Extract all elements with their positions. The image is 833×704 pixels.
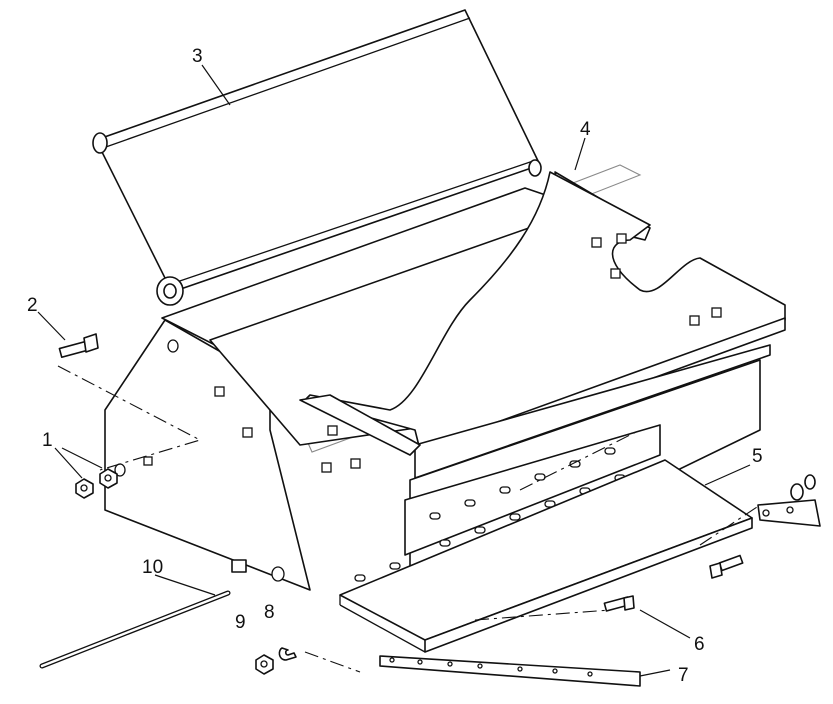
bolt-right: [603, 554, 744, 612]
callout-9: 9: [235, 612, 246, 633]
bar-holes: [389, 657, 593, 677]
bolt-left: [58, 333, 99, 358]
centre-lines: [57, 365, 761, 673]
callout-4: 4: [580, 119, 591, 140]
lid-panel: [92, 9, 542, 306]
slotted-bar: [379, 655, 641, 687]
callout-7: 7: [678, 665, 689, 686]
leader-lines: [37, 64, 751, 677]
callout-10: 10: [142, 557, 163, 578]
nuts: [75, 468, 118, 499]
callout-5: 5: [752, 446, 763, 467]
callout-8: 8: [264, 602, 275, 623]
callout-1: 1: [42, 430, 53, 451]
nut-bottom: [255, 654, 274, 675]
slotted-plate: [339, 424, 753, 653]
clip: [278, 647, 297, 661]
side-bracket: [757, 474, 821, 527]
rod: [39, 590, 231, 669]
callout-3: 3: [192, 46, 203, 67]
plate-slots: [354, 447, 626, 582]
callout-labels: 1 2 3 4 5 6 7 8 9 10: [27, 46, 763, 686]
callout-6: 6: [694, 634, 705, 655]
callout-2: 2: [27, 295, 38, 316]
